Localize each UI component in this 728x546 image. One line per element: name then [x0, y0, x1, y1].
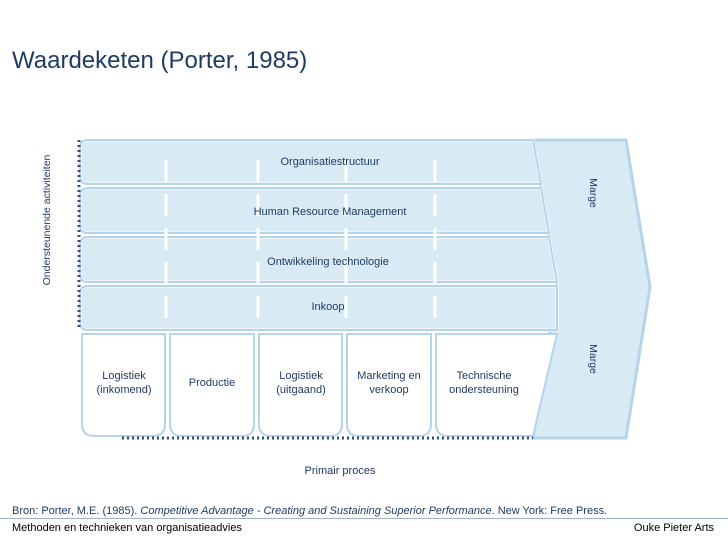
- footer-author: Ouke Pieter Arts: [633, 522, 714, 534]
- source-title: Competitive Advantage - Creating and Sus…: [140, 505, 492, 517]
- primary-label-productie: Productie: [189, 377, 235, 389]
- support-label-technologie: Ontwikkeling technologie: [267, 256, 389, 268]
- support-dividers: [164, 160, 437, 330]
- primary-label-logistiek-uitgaand-2: (uitgaand): [276, 384, 326, 396]
- support-label-inkoop: Inkoop: [311, 301, 344, 313]
- primary-axis-label: Primair proces: [305, 465, 376, 477]
- primary-label-logistiek-uitgaand-1: Logistiek: [279, 370, 323, 382]
- source-suffix: . New York: Free Press.: [491, 505, 608, 517]
- footer-divider: [0, 518, 728, 519]
- primary-box-4: [346, 333, 432, 437]
- footer-course: Methoden en technieken van organisatiead…: [12, 522, 242, 534]
- primary-label-marketing-2: verkoop: [369, 384, 408, 396]
- support-label-organisatiestructuur: Organisatiestructuur: [280, 156, 379, 168]
- source-citation: Bron: Porter, M.E. (1985). Competitive A…: [12, 505, 607, 517]
- primary-box-5: [435, 333, 559, 437]
- primary-box-1: [81, 333, 166, 437]
- primary-label-marketing-1: Marketing en: [357, 370, 421, 382]
- margin-label-top: Marge: [587, 178, 599, 208]
- primary-label-logistiek-inkomend-1: Logistiek: [102, 370, 146, 382]
- primary-label-technische-1: Technische: [456, 370, 511, 382]
- primary-label-logistiek-inkomend-2: (inkomend): [96, 384, 151, 396]
- source-prefix: Bron: Porter, M.E. (1985).: [12, 505, 141, 517]
- primary-box-3: [258, 333, 343, 437]
- page-title: Waardeketen (Porter, 1985): [12, 47, 308, 74]
- primary-label-technische-2: ondersteuning: [449, 384, 519, 396]
- primary-box-2: [169, 333, 255, 437]
- support-label-hrm: Human Resource Management: [254, 206, 407, 218]
- margin-label-bottom: Marge: [587, 344, 599, 374]
- primary-activities: [81, 333, 559, 437]
- support-axis-label: Ondersteunende activiteiten: [41, 154, 53, 285]
